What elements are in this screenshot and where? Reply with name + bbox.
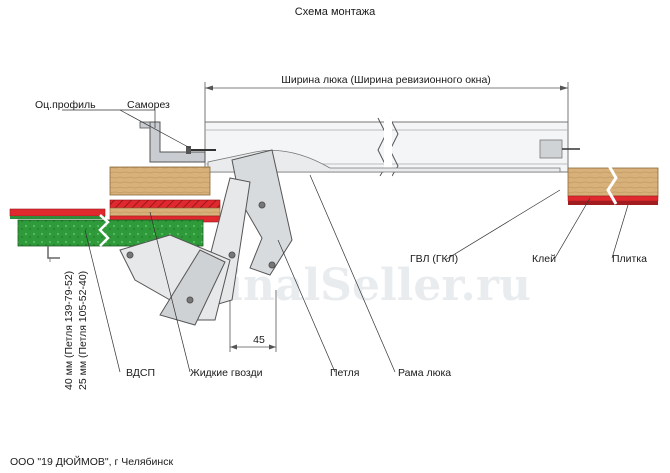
footer-company: ООО "19 ДЮЙМОВ", г Челябинск	[10, 455, 173, 468]
width-dimension-label: Ширина люка (Ширина ревизионного окна)	[281, 74, 491, 86]
label-screw: Саморез	[127, 99, 170, 111]
label-profile: Оц.профиль	[35, 99, 96, 111]
dimension-45: 45	[229, 290, 277, 352]
width-dimension: Ширина люка (Ширина ревизионного окна)	[204, 74, 569, 122]
vertical-notes: 40 мм (Петля 139-79-52) 25 мм (Петля 105…	[49, 258, 89, 390]
hinge-mechanism	[119, 149, 293, 326]
label-tile: Плитка	[612, 253, 647, 265]
screw-icon	[186, 146, 216, 154]
dimension-45-label: 45	[253, 334, 265, 346]
diagram-title: Схема монтажа	[295, 6, 376, 18]
label-hatch-frame: Рама люка	[398, 367, 451, 379]
hatch-door	[207, 149, 561, 173]
label-gvl: ГВЛ (ГКЛ)	[410, 253, 458, 265]
label-hinge: Петля	[330, 367, 359, 379]
side-bracket	[47, 246, 60, 259]
leader-lines	[62, 109, 629, 373]
right-wall	[567, 163, 659, 205]
label-vdsp: ВДСП	[126, 367, 155, 379]
left-wood-layer	[109, 166, 211, 196]
label-glue: Клей	[532, 253, 556, 265]
label-liquid-nails: Жидкие гвозди	[190, 367, 263, 379]
left-tile-strip	[9, 199, 221, 223]
watermark: FinalSeller.ru	[195, 260, 531, 311]
note-40mm: 40 мм (Петля 139-79-52)	[63, 271, 75, 390]
galvanized-profile	[139, 121, 206, 163]
note-25mm: 25 мм (Петля 105-52-40)	[77, 271, 89, 390]
